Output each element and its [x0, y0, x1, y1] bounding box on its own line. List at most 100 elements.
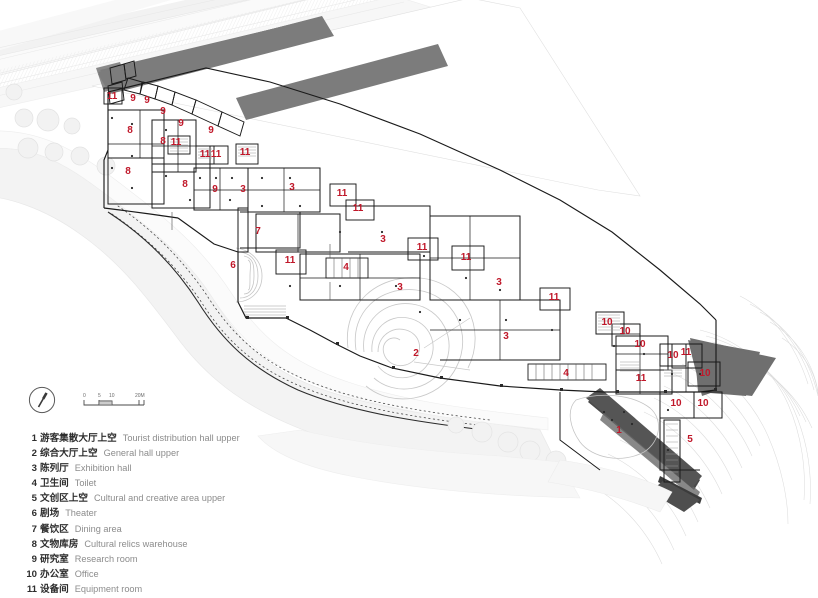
wall-tick-marks: [246, 316, 717, 393]
room-number-label: 1: [616, 425, 622, 436]
room-number-label: 11: [284, 255, 296, 266]
room-number-label: 4: [563, 368, 569, 379]
legend-item-label-en: Dining area: [74, 523, 122, 534]
legend-item-label-cn: 设备间: [40, 583, 69, 595]
legend-item-number: 3: [31, 463, 37, 475]
legend-item-number: 9: [31, 553, 37, 565]
north-compass-icon: [28, 386, 56, 414]
room-number-label: 10: [699, 368, 711, 379]
toilet-blocks: [325, 257, 607, 381]
room-number-label: 10: [667, 350, 679, 361]
office-wing: [595, 311, 723, 419]
theater-stage-lines: [244, 305, 286, 316]
room-number-label: 9: [208, 125, 214, 136]
room-number-label: 9: [144, 95, 150, 106]
room-number-label: 11: [352, 203, 364, 214]
legend-item-label-cn: 文创区上空: [40, 493, 88, 505]
scale-bar-icon: 0 5 10 20M: [83, 393, 145, 406]
room-number-label: 7: [255, 226, 261, 237]
legend-item-number: 7: [31, 523, 37, 535]
room-number-label: 11: [170, 137, 182, 148]
legend-item-number: 10: [26, 568, 37, 580]
room-number-label: 3: [240, 184, 246, 195]
spiral-leader-lines: [413, 317, 471, 371]
room-number-label: 9: [160, 106, 166, 117]
roof-plane-upper: [91, 0, 641, 197]
exhibition-halls: [247, 167, 561, 361]
stair-hatch-blocks: [170, 138, 256, 159]
walkway-dotted-edge: [111, 205, 491, 427]
research-room-wing: [107, 60, 245, 137]
room-number-label: 9: [130, 93, 136, 104]
room-number-label: 8: [125, 166, 131, 177]
room-number-label: 6: [230, 260, 236, 271]
legend-item-number: 4: [31, 478, 37, 490]
room-number-label: 10: [601, 317, 613, 328]
legend-item-number: 11: [26, 583, 37, 595]
legend-item-label-en: Research room: [74, 553, 138, 564]
right-dark-roof-2: [700, 342, 776, 396]
equipment-rooms-mid: [275, 183, 571, 311]
legend-item-label-cn: 综合大厅上空: [40, 448, 98, 460]
room-number-label: 8: [160, 136, 166, 147]
room-number-label: 3: [496, 277, 502, 288]
walkway-solid-edge: [107, 211, 485, 431]
hall-void-outline: [569, 395, 659, 459]
legend-item-label-en: Tourist distribution hall upper: [122, 433, 240, 443]
plan-vector-canvas: [0, 0, 818, 565]
legend-item-label-en: General hall upper: [103, 448, 180, 459]
svg-text:0: 0: [83, 393, 86, 399]
room-number-label: 10: [634, 339, 646, 350]
room-number-label: 11: [416, 242, 428, 253]
legend-item-label-cn: 游客集散大厅上空: [40, 433, 117, 444]
legend-item-number: 6: [31, 508, 37, 520]
lower-landscape-mass: [257, 429, 673, 513]
toilet-stalls: [333, 258, 593, 380]
svg-text:20M: 20M: [135, 393, 145, 399]
room-number-label: 4: [343, 262, 349, 273]
room-number-label: 11: [548, 292, 560, 303]
legend-item-label-en: Exhibition hall: [74, 463, 132, 474]
equipment-rooms-cluster: [103, 87, 259, 165]
dining-area: [237, 207, 301, 253]
room-number-label: 11: [106, 91, 118, 102]
legend-item-number: 1: [31, 433, 37, 444]
room-number-label: 11: [680, 347, 692, 358]
room-number-label: 3: [380, 234, 386, 245]
legend-item-label-cn: 文物库房: [40, 538, 79, 550]
creative-and-hall-area: [559, 392, 700, 483]
room-number-label: 8: [182, 179, 188, 190]
room-number-label: 11: [210, 149, 222, 160]
legend-item-label-en: Office: [74, 568, 99, 579]
legend-item-label-cn: 餐饮区: [40, 523, 69, 535]
room-number-label: 11: [239, 147, 251, 158]
room-number-label: 2: [413, 348, 419, 359]
room-number-label: 10: [697, 398, 709, 409]
room-number-label: 9: [178, 118, 184, 129]
creative-stairs: [666, 423, 678, 473]
legend-item-label-cn: 陈列厅: [40, 463, 69, 475]
legend-item-number: 8: [31, 538, 37, 550]
legend-item-number: 5: [31, 493, 37, 505]
room-number-label: 10: [619, 326, 631, 337]
room-number-label: 11: [460, 252, 472, 263]
legend-item-number: 2: [31, 448, 37, 460]
annotation-leaders: [171, 212, 331, 300]
room-number-label: 11: [635, 373, 647, 384]
compass-and-scale-row: 0 5 10 20M: [24, 386, 324, 420]
legend-item-label-en: Cultural relics warehouse: [84, 538, 188, 549]
room-number-label: 3: [397, 282, 403, 293]
room-number-label: 10: [670, 398, 682, 409]
svg-text:10: 10: [109, 393, 115, 399]
room-number-label: 5: [687, 434, 693, 445]
legend-item-label-en: Theater: [65, 508, 97, 519]
